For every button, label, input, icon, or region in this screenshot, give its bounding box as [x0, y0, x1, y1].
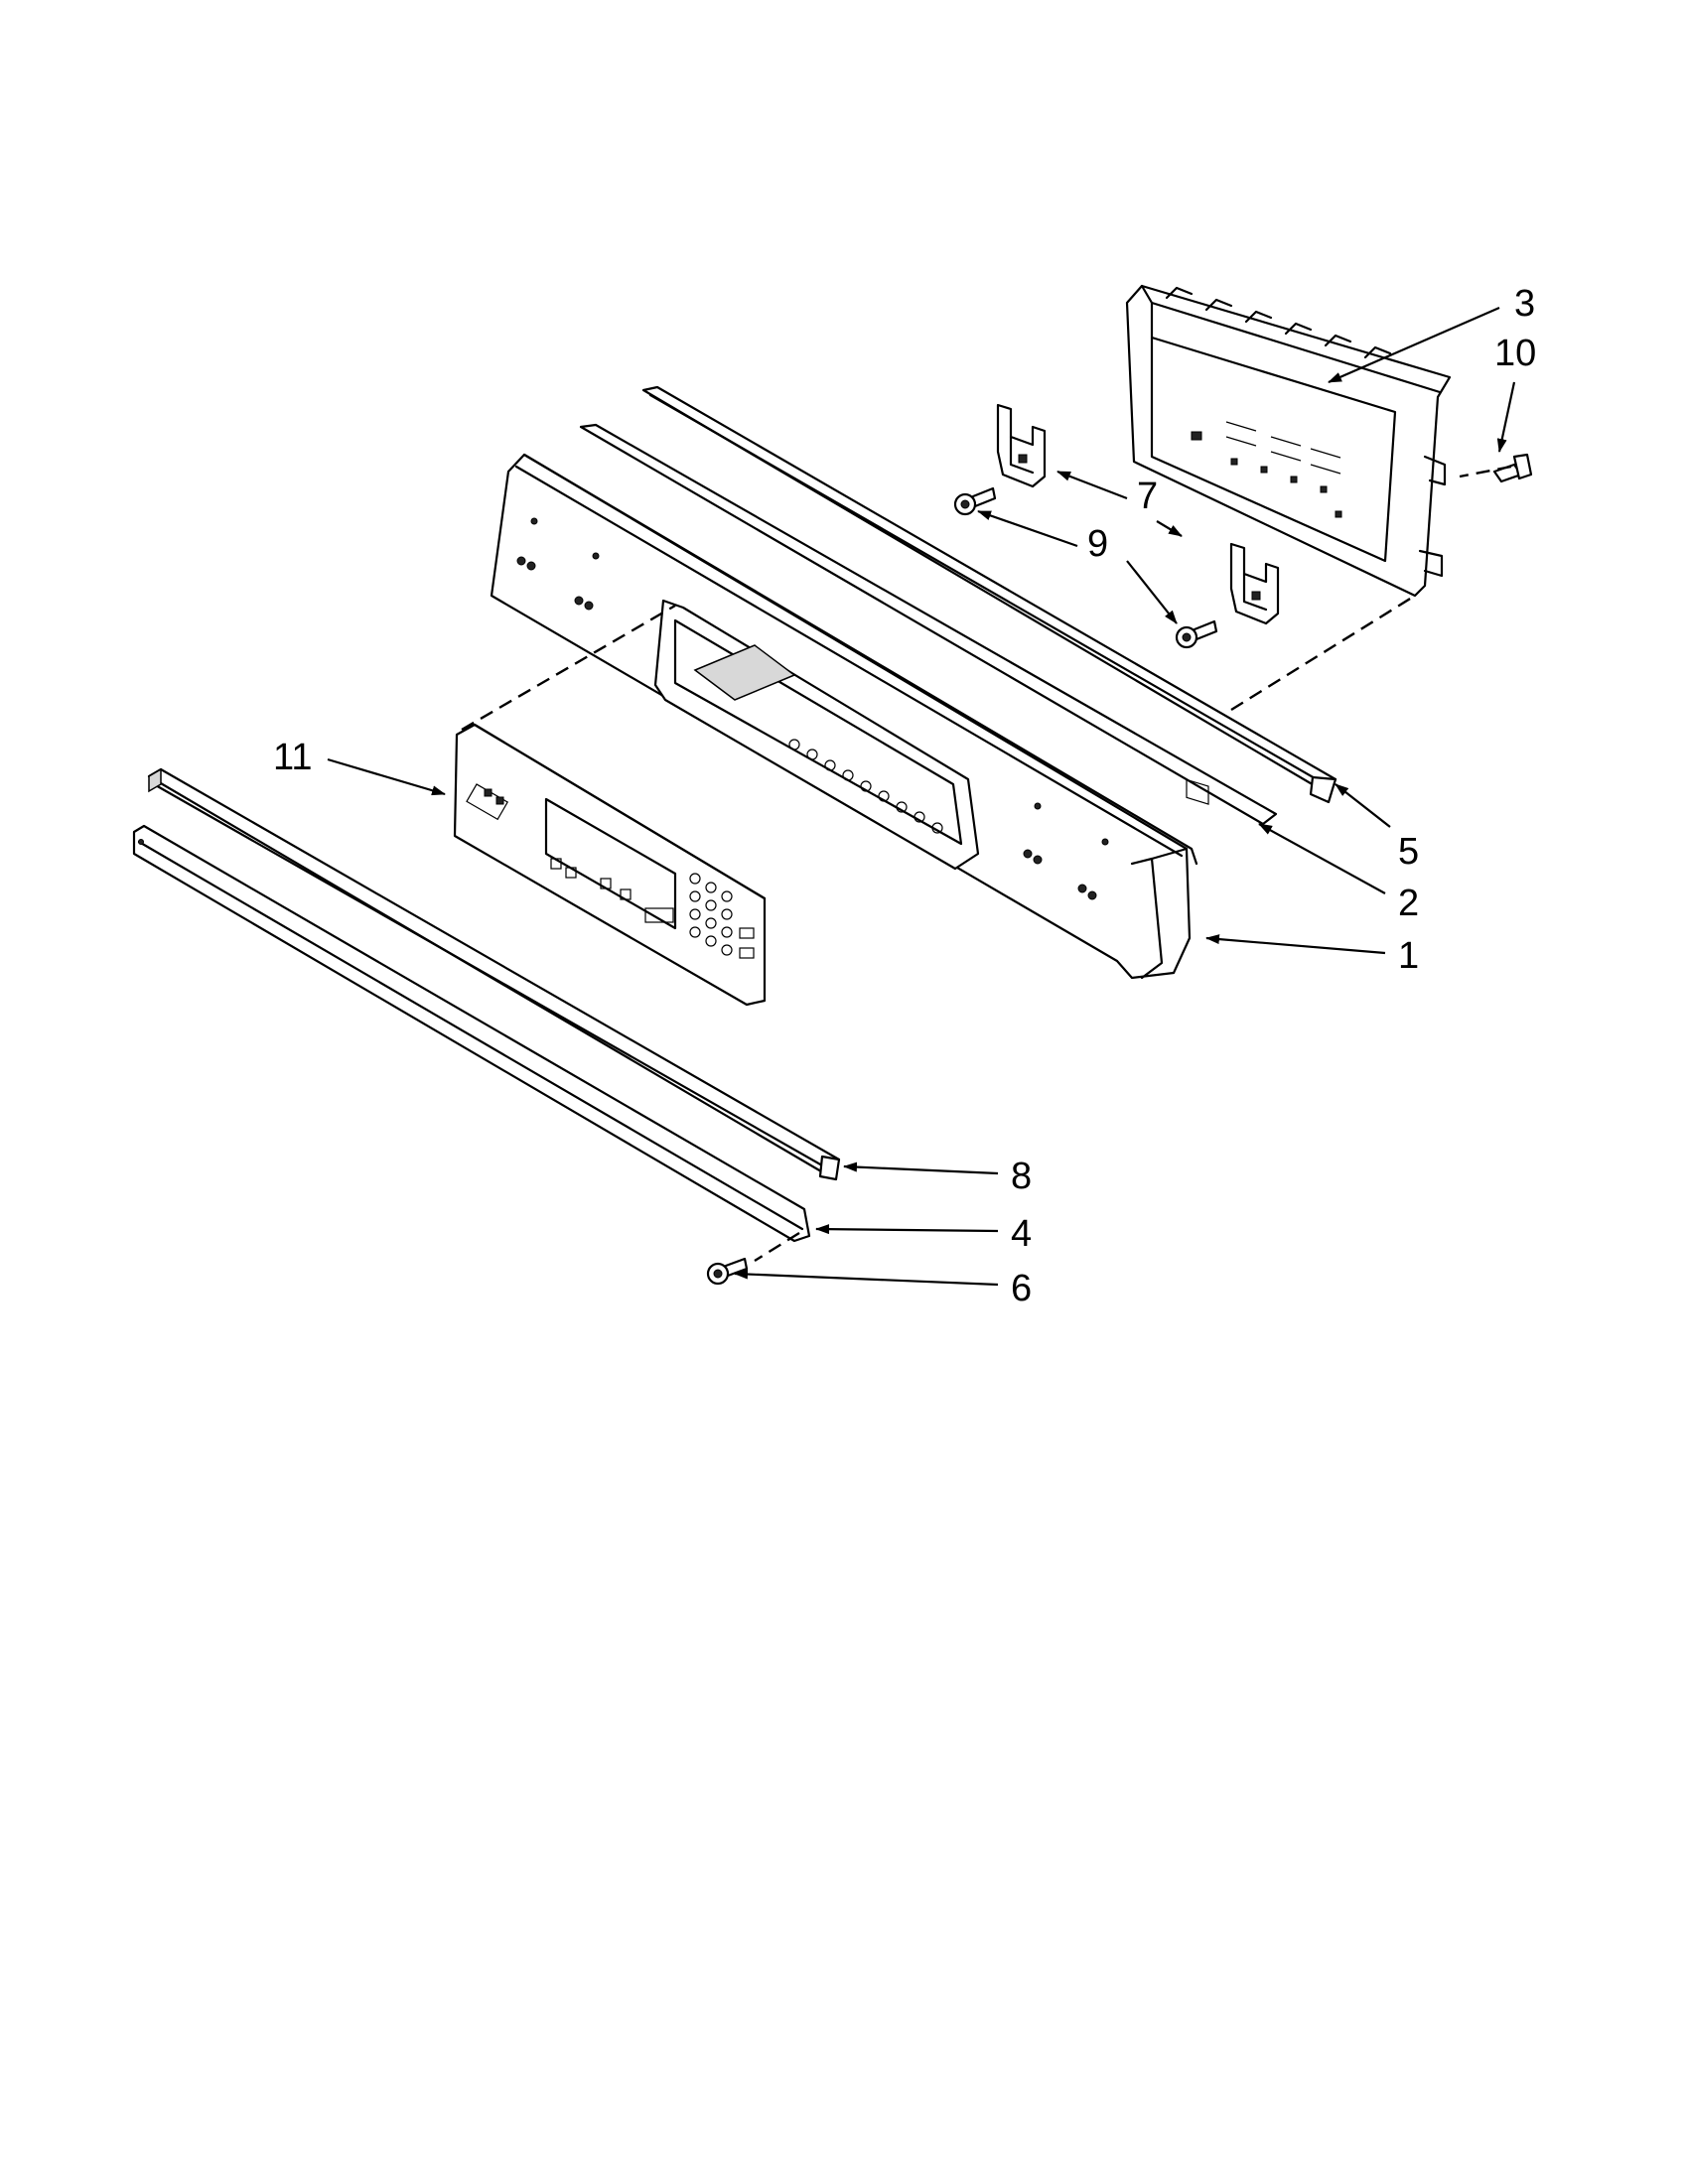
callout-7: 7	[1137, 476, 1158, 517]
part-5-rear-trim-strip	[641, 385, 1337, 804]
part-10-screw	[1492, 453, 1533, 483]
part-9-screw-upper	[953, 486, 997, 516]
part-7-bracket-upper	[996, 403, 1047, 488]
callout-11: 11	[273, 737, 312, 778]
alignment-dashed-lines	[461, 465, 1512, 1263]
part-7-bracket-lower	[1229, 542, 1280, 625]
callout-8: 8	[1011, 1156, 1032, 1197]
callout-10: 10	[1494, 333, 1536, 374]
part-2-insulation-strip	[579, 423, 1278, 826]
callout-2: 2	[1398, 883, 1419, 924]
part-3-control-board	[1125, 284, 1452, 805]
housing-contact-row	[788, 739, 943, 834]
callout-5: 5	[1398, 831, 1419, 873]
part-1-control-panel-housing	[490, 453, 1198, 980]
part-9-screw-lower	[1175, 619, 1218, 649]
callout-6: 6	[1011, 1268, 1032, 1309]
callout-4: 4	[1011, 1213, 1032, 1255]
leader-lines	[327, 306, 1516, 1287]
part-6-screw	[706, 1257, 749, 1286]
keypad-grid	[689, 873, 733, 956]
callout-3: 3	[1514, 283, 1535, 325]
callout-labels: 3 10 7 9 5 2 1 11 8 4 6	[273, 283, 1536, 1309]
part-11-touch-overlay	[453, 723, 767, 1007]
callout-1: 1	[1398, 935, 1419, 977]
part-4-lower-trim	[132, 824, 811, 1243]
part-8-front-trim-rail	[147, 767, 841, 1181]
control-board-display	[1186, 421, 1342, 805]
callout-9: 9	[1087, 523, 1108, 565]
